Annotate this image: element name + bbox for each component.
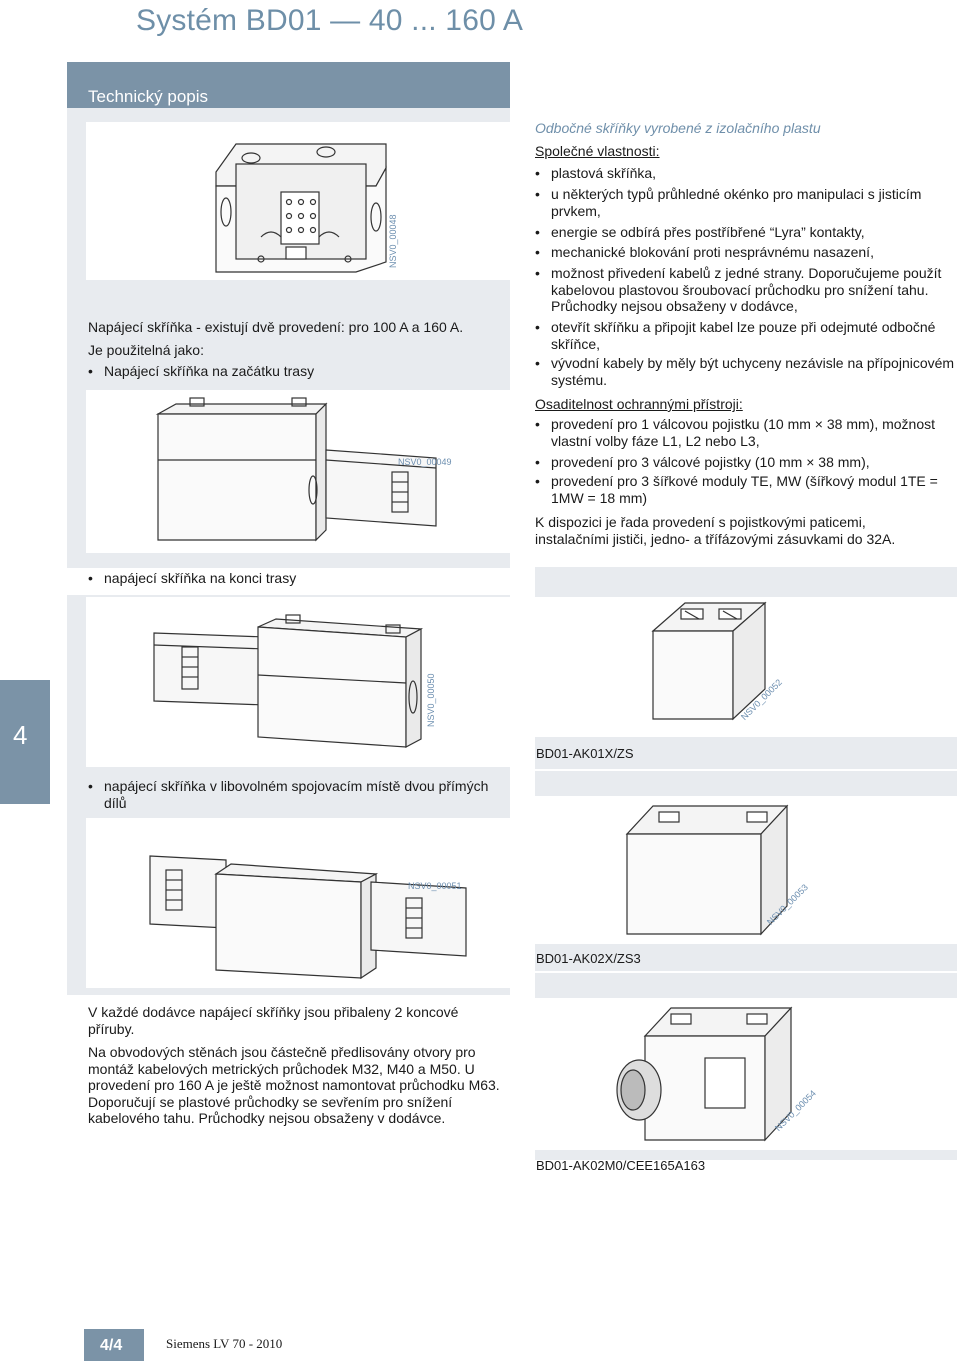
chapter-number: 4 bbox=[13, 720, 28, 750]
catalog-reference: Siemens LV 70 - 2010 bbox=[166, 1336, 283, 1351]
list-item: • mechanické blokování proti nesprávnému… bbox=[535, 244, 955, 261]
bullet-icon: • bbox=[535, 454, 540, 470]
tap-off-box-ak02-drawing bbox=[625, 804, 789, 936]
feed-box-start-drawing bbox=[155, 397, 437, 542]
list-item-text: u některých typů průhledné okénko pro ma… bbox=[551, 186, 922, 219]
tap-off-box-ak02m0-drawing bbox=[616, 1006, 793, 1142]
page-number: 4/4 bbox=[100, 1337, 123, 1354]
feed-box-joint-drawing bbox=[149, 855, 467, 980]
bullet-icon: • bbox=[535, 319, 540, 335]
list-item: • provedení pro 1 válcovou pojistku (10 … bbox=[535, 416, 955, 449]
usage-item-joint: • napájecí skříňka v libovolném spojovac… bbox=[88, 778, 508, 811]
list-item-text: provedení pro 3 válcové pojistky (10 mm … bbox=[551, 454, 870, 470]
figure-caption: BD01-AK02X/ZS3 bbox=[536, 951, 641, 966]
list-item: • otevřít skříňku a připojit kabel lze p… bbox=[535, 319, 955, 352]
section-header: Technický popis bbox=[67, 62, 510, 108]
common-properties-label: Společné vlastnosti: bbox=[535, 143, 660, 159]
figure-ak01: NSV0_00052 bbox=[535, 597, 957, 737]
list-item: • u některých typů průhledné okénko pro … bbox=[535, 186, 955, 219]
figure-caption: BD01-AK02M0/CEE165A163 bbox=[536, 1158, 706, 1173]
list-item: • vývodní kabely by měly být uchyceny ne… bbox=[535, 355, 955, 388]
list-item-text: provedení pro 1 válcovou pojistku (10 mm… bbox=[551, 416, 936, 449]
page-title: Systém BD01 — 40 ... 160 A bbox=[136, 4, 524, 37]
bullet-icon: • bbox=[535, 186, 540, 202]
page-number-box: 4/4 bbox=[84, 1329, 144, 1361]
chapter-tab: 4 bbox=[0, 680, 50, 804]
bullet-icon: • bbox=[535, 165, 540, 181]
list-item-text: provedení pro 3 šířkové moduly TE, MW (š… bbox=[551, 473, 938, 506]
figure-feed-box-start: NSV0_00049 bbox=[86, 390, 510, 553]
figure-feed-box-end: NSV0_00050 bbox=[86, 597, 510, 767]
closing-paragraph: K dispozici je řada provedení s pojistko… bbox=[535, 514, 896, 547]
list-item-text: vývodní kabely by měly být uchyceny nezá… bbox=[551, 355, 955, 388]
list-item: • možnost přivedení kabelů z jedné stran… bbox=[535, 265, 955, 315]
right-heading: Odbočné skříňky vyrobené z izolačního pl… bbox=[535, 120, 821, 136]
intro-usage-label: Je použitelná jako: bbox=[88, 342, 204, 358]
figure-ak02m0: NSV0_00054 bbox=[535, 998, 957, 1150]
tap-off-box-ak01-drawing bbox=[651, 601, 767, 721]
figure-ak02: NSV0_00053 bbox=[535, 796, 957, 944]
list-item-text: možnost přivedení kabelů z jedné strany.… bbox=[551, 265, 942, 314]
list-item-text: mechanické blokování proti nesprávnému n… bbox=[551, 244, 874, 260]
bullet-icon: • bbox=[88, 570, 93, 586]
usage-item-joint-label: napájecí skříňka v libovolném spojovacím… bbox=[104, 778, 489, 811]
bullet-icon: • bbox=[535, 224, 540, 240]
usage-item-start-label: Napájecí skříňka na začátku trasy bbox=[104, 363, 315, 379]
feed-box-end-drawing bbox=[153, 614, 424, 748]
bullet-icon: • bbox=[535, 244, 540, 260]
intro-text: Napájecí skříňka - existují dvě proveden… bbox=[88, 319, 464, 335]
list-item: • plastová skříňka, bbox=[535, 165, 955, 182]
list-item: • provedení pro 3 válcové pojistky (10 m… bbox=[535, 454, 955, 471]
bullet-icon: • bbox=[88, 778, 93, 794]
bullet-icon: • bbox=[535, 265, 540, 281]
usage-item-end-label: napájecí skříňka na konci trasy bbox=[104, 570, 297, 586]
open-feed-box-drawing bbox=[215, 143, 387, 273]
figure-code: NSV0_00048 bbox=[388, 214, 398, 268]
figure-code: NSV0_00050 bbox=[426, 673, 436, 727]
section-title: Technický popis bbox=[88, 87, 209, 106]
figure-feed-box-joint: NSV0_00051 bbox=[86, 818, 510, 988]
flanges-paragraph: V každé dodávce napájecí skříňky jsou př… bbox=[88, 1004, 459, 1037]
list-item: • provedení pro 3 šířkové moduly TE, MW … bbox=[535, 473, 955, 506]
bullet-icon: • bbox=[535, 355, 540, 371]
list-item: • energie se odbírá přes postříbřené “Ly… bbox=[535, 224, 955, 241]
list-item-text: energie se odbírá přes postříbřené “Lyra… bbox=[551, 224, 865, 240]
list-item-text: otevřít skříňku a připojit kabel lze pou… bbox=[551, 319, 936, 352]
figure-caption: BD01-AK01X/ZS bbox=[536, 746, 634, 761]
glands-paragraph: Na obvodových stěnách jsou částečně před… bbox=[88, 1044, 500, 1126]
list-item-text: plastová skříňka, bbox=[551, 165, 657, 181]
usage-item-end: • napájecí skříňka na konci trasy bbox=[88, 570, 498, 587]
figure-code: NSV0_00051 bbox=[408, 881, 462, 891]
figure-code: NSV0_00049 bbox=[398, 457, 452, 467]
usage-item-start: • Napájecí skříňka na začátku trasy bbox=[88, 363, 498, 380]
bullet-icon: • bbox=[535, 473, 540, 489]
figure-open-feed-box: NSV0_00048 bbox=[86, 122, 510, 280]
bullet-icon: • bbox=[535, 416, 540, 432]
protection-label: Osaditelnost ochrannými přístroji: bbox=[535, 396, 743, 412]
bullet-icon: • bbox=[88, 363, 93, 379]
